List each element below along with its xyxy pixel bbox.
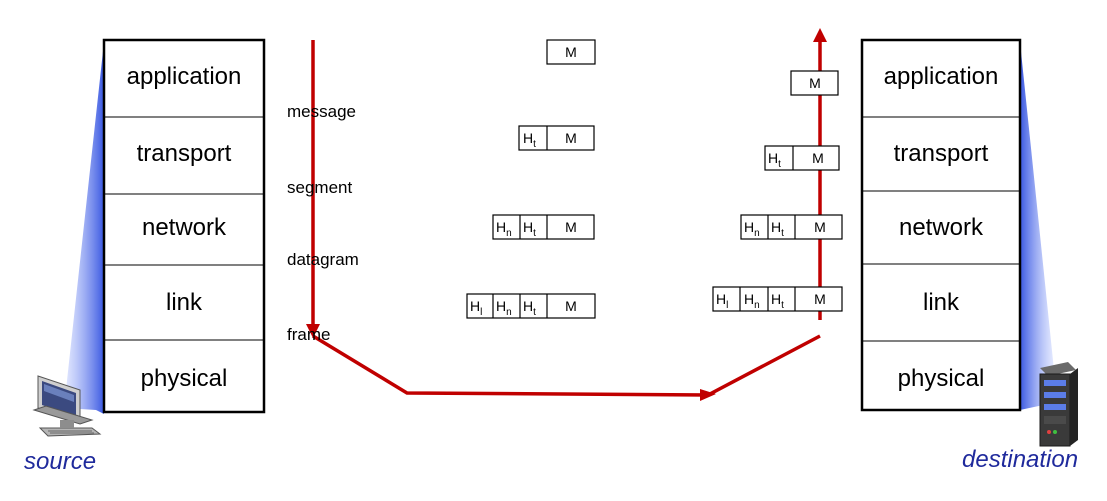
destination-layer-transport: transport [894, 140, 989, 167]
up-arrowhead [813, 28, 827, 42]
network-header: Hn [744, 219, 760, 239]
source-layer-transport: transport [137, 140, 232, 167]
transport-header: Ht [771, 219, 784, 239]
transmission-line [312, 334, 821, 397]
destination-layer-physical: physical [898, 365, 985, 392]
source-stack-shadow [64, 42, 104, 414]
destination-layer-application: application [884, 63, 999, 90]
destination-layer-network: network [899, 214, 984, 241]
transport-header: Ht [768, 150, 781, 170]
payload-label: M [809, 75, 821, 91]
destination-stack: application transport network link physi… [860, 38, 1022, 412]
transport-header: Ht [523, 130, 536, 150]
stage-label-datagram: datagram [287, 250, 359, 269]
stage-label-frame: frame [287, 325, 330, 344]
payload-label: M [565, 130, 577, 146]
source-packet-datagram: Hn Ht M [492, 214, 595, 240]
source-packet-message: M [546, 39, 596, 65]
destination-stack-shadow [1020, 42, 1054, 410]
source-layer-application: application [127, 63, 242, 90]
payload-label: M [812, 150, 824, 166]
stage-label-message: message [287, 102, 356, 121]
network-header: Hn [744, 291, 760, 311]
down-arrowhead [306, 324, 320, 338]
transport-header: Ht [771, 291, 784, 311]
link-header: Hl [716, 291, 728, 311]
source-stack: application transport network link physi… [102, 38, 266, 414]
source-layer-link: link [166, 289, 203, 316]
stage-label-segment: segment [287, 178, 352, 197]
network-header: Hn [496, 298, 512, 318]
payload-label: M [565, 219, 577, 235]
right-arrowhead [700, 389, 716, 401]
destination-caption: destination [962, 446, 1078, 473]
payload-label: M [565, 298, 577, 314]
payload-label: M [814, 219, 826, 235]
source-layer-physical: physical [141, 365, 228, 392]
destination-packet-datagram: Hn Ht M [740, 214, 843, 240]
transport-header: Ht [523, 219, 536, 239]
source-packet-frame: Hl Hn Ht M [466, 293, 596, 319]
payload-label: M [565, 44, 577, 60]
source-packet-segment: Ht M [518, 125, 595, 151]
payload-label: M [814, 291, 826, 307]
transport-header: Ht [523, 298, 536, 318]
source-layer-network: network [142, 214, 227, 241]
server-tower-icon [1039, 362, 1078, 447]
destination-layer-link: link [923, 289, 960, 316]
network-header: Hn [496, 219, 512, 239]
destination-packet-frame: Hl Hn Ht M [712, 286, 843, 312]
link-header: Hl [470, 298, 482, 318]
source-caption: source [24, 448, 96, 475]
destination-packet-segment: Ht M [764, 145, 840, 171]
destination-packet-message: M [790, 70, 839, 96]
laptop-computer-icon [32, 375, 102, 437]
